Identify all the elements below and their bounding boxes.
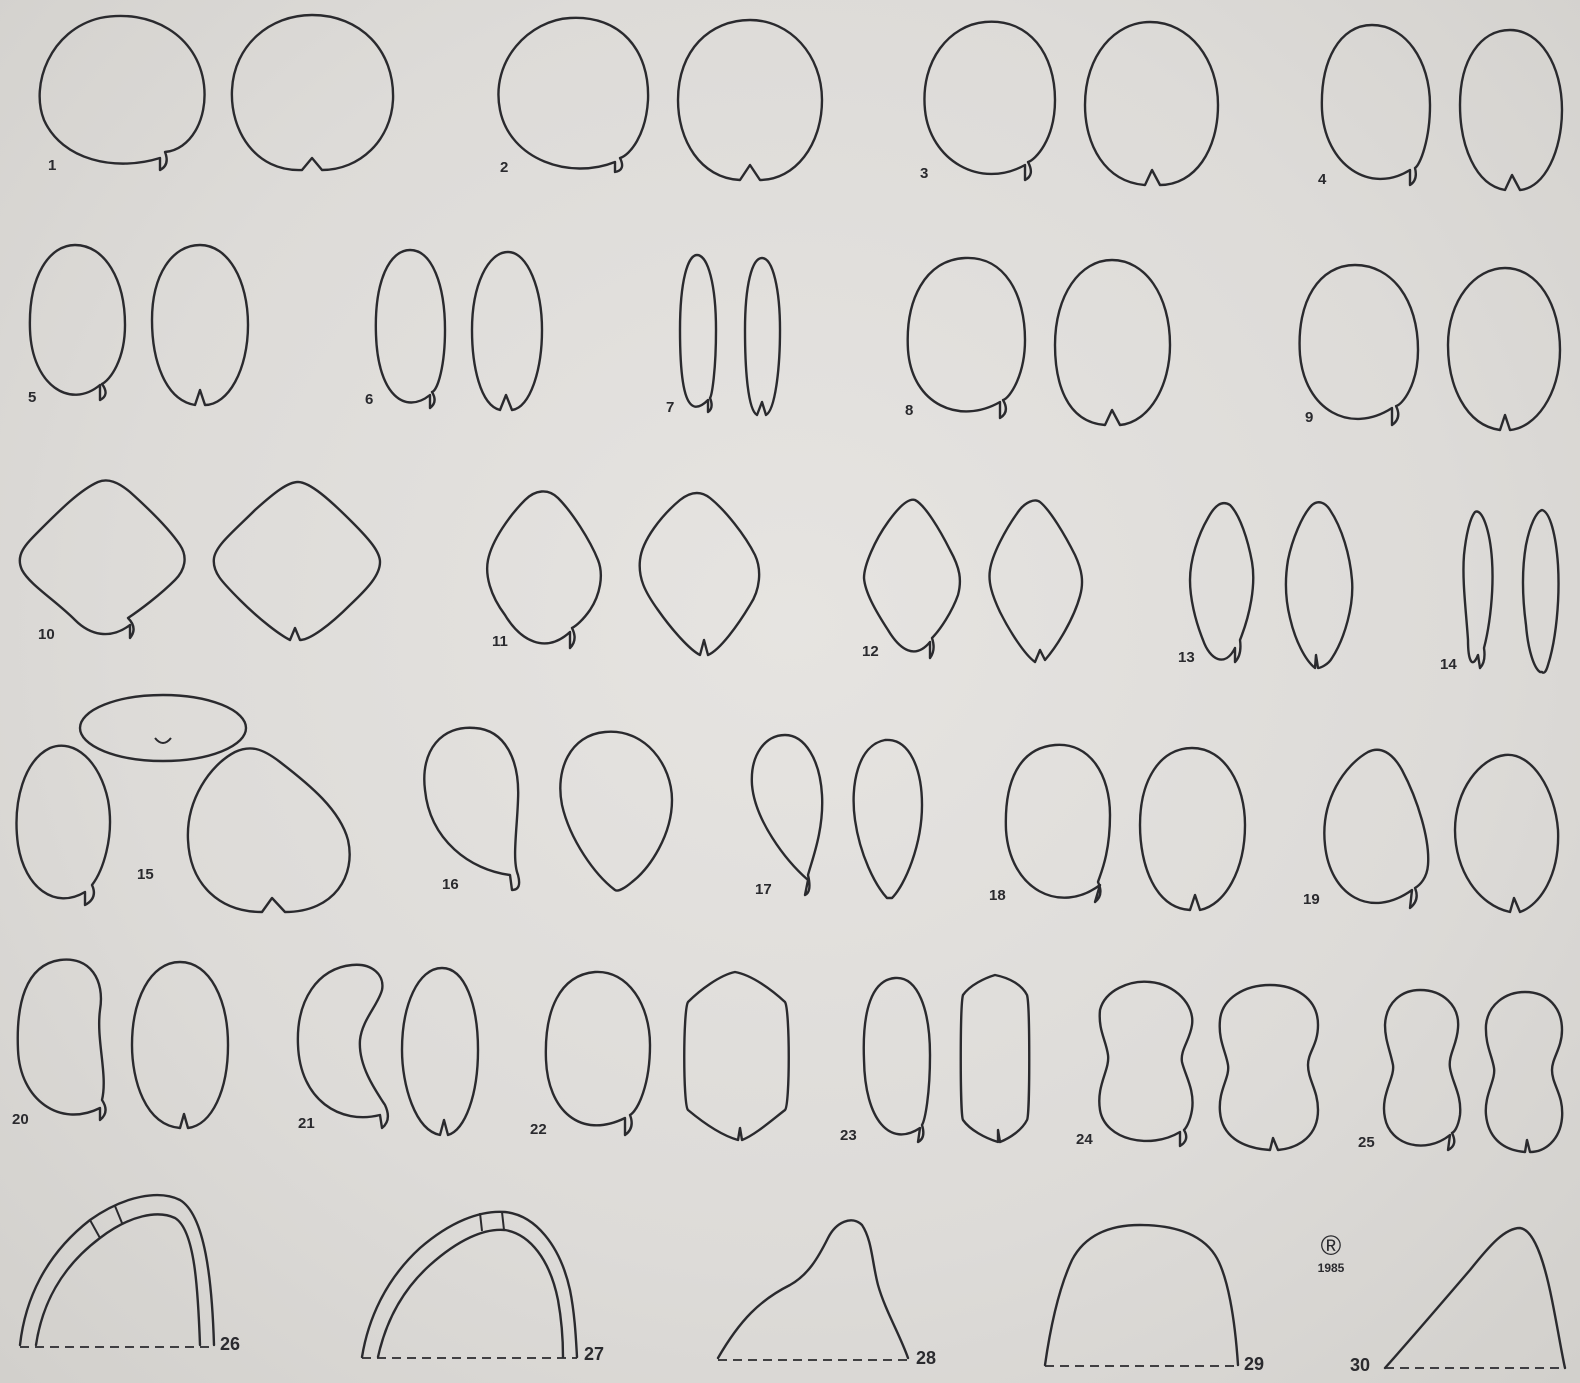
figure-label-2: 2: [500, 160, 508, 175]
figure-20-drawing: [18, 960, 228, 1128]
figure-label-5: 5: [28, 390, 36, 405]
figure-label-16: 16: [442, 877, 459, 892]
figure-label-27: 27: [584, 1345, 604, 1363]
figure-label-10: 10: [38, 627, 55, 642]
figure-label-12: 12: [862, 644, 879, 659]
figure-label-21: 21: [298, 1116, 315, 1131]
figure-22-drawing: [546, 972, 789, 1140]
figure-label-9: 9: [1305, 410, 1313, 425]
figure-label-25: 25: [1358, 1135, 1375, 1150]
figure-label-11: 11: [492, 634, 508, 649]
figure-label-4: 4: [1318, 172, 1326, 187]
copyright-symbol: ®: [1308, 1231, 1354, 1261]
figure-11-drawing: [487, 491, 759, 655]
figure-label-28: 28: [916, 1349, 936, 1367]
figure-6-drawing: [376, 250, 542, 410]
figure-5-drawing: [30, 245, 248, 405]
figure-label-1: 1: [48, 158, 56, 173]
figure-21-drawing: [298, 965, 478, 1135]
figure-label-6: 6: [365, 392, 373, 407]
figure-7-drawing: [680, 255, 780, 415]
copyright-mark: ® 1985: [1308, 1231, 1354, 1275]
figure-label-18: 18: [989, 888, 1006, 903]
figure-1-drawing: [40, 15, 393, 170]
figure-19-drawing: [1324, 750, 1558, 912]
figure-label-19: 19: [1303, 892, 1320, 907]
figure-label-26: 26: [220, 1335, 240, 1353]
figure-10-drawing: [20, 480, 380, 640]
figure-25-drawing: [1384, 990, 1562, 1152]
figure-label-15: 15: [137, 867, 154, 882]
figure-8-drawing: [908, 258, 1170, 425]
figure-label-29: 29: [1244, 1355, 1264, 1373]
figure-label-7: 7: [666, 400, 674, 415]
figure-label-3: 3: [920, 166, 928, 181]
figure-23-drawing: [864, 975, 1029, 1142]
figure-29-drawing: [1045, 1225, 1238, 1366]
figure-label-8: 8: [905, 403, 913, 418]
copyright-year: 1985: [1308, 1261, 1354, 1275]
figure-label-13: 13: [1178, 650, 1195, 665]
figure-24-drawing: [1099, 982, 1318, 1150]
figure-9-drawing: [1300, 265, 1560, 430]
figure-27-drawing: [362, 1212, 577, 1358]
figure-label-23: 23: [840, 1128, 857, 1143]
figure-label-17: 17: [755, 882, 772, 897]
figure-28-drawing: [718, 1220, 908, 1360]
figure-label-22: 22: [530, 1122, 547, 1137]
figure-30-drawing: [1385, 1228, 1565, 1368]
figure-12-drawing: [864, 500, 1082, 662]
figure-14-drawing: [1463, 510, 1558, 673]
figure-16-drawing: [424, 728, 672, 891]
figure-17-drawing: [752, 735, 922, 898]
figure-2-drawing: [498, 18, 822, 180]
figure-26-drawing: [20, 1195, 214, 1347]
figure-18-drawing: [1006, 745, 1245, 910]
figure-label-20: 20: [12, 1112, 29, 1127]
figure-label-14: 14: [1440, 657, 1457, 672]
figure-3-drawing: [924, 22, 1218, 185]
figure-label-24: 24: [1076, 1132, 1093, 1147]
figure-label-30: 30: [1350, 1356, 1370, 1374]
figure-15-drawing: [17, 695, 350, 912]
figure-4-drawing: [1322, 25, 1562, 190]
figure-13-drawing: [1190, 502, 1352, 668]
